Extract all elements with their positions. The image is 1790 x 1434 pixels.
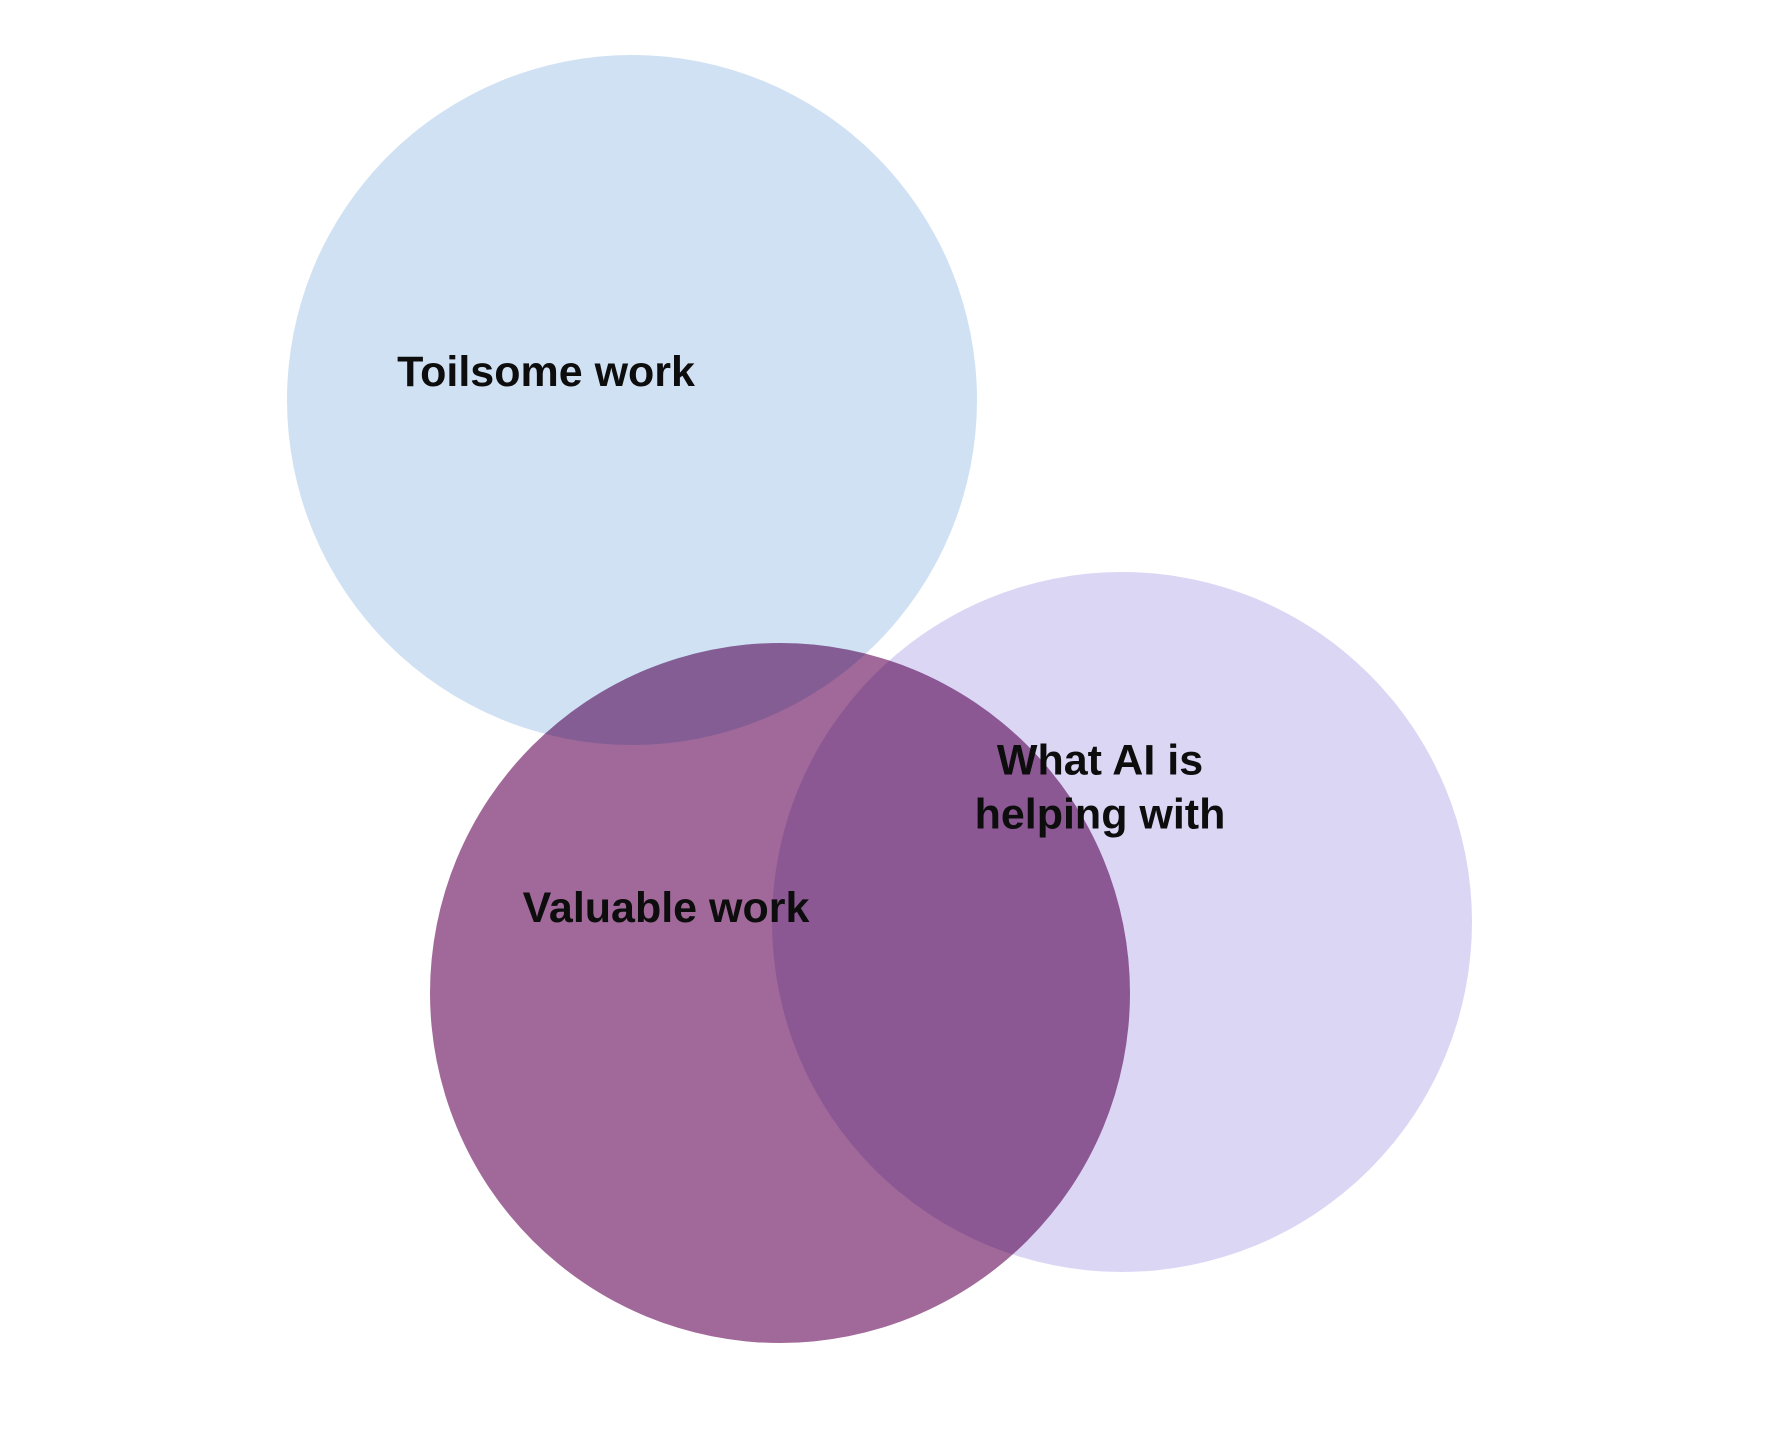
label-what-ai-is-helping-with: What AI is helping with	[974, 736, 1226, 838]
circle-valuable-work	[430, 643, 1130, 1343]
label-toilsome-work: Toilsome work	[397, 348, 695, 397]
label-valuable-work: Valuable work	[522, 884, 810, 933]
circle-toilsome-work	[287, 55, 977, 745]
